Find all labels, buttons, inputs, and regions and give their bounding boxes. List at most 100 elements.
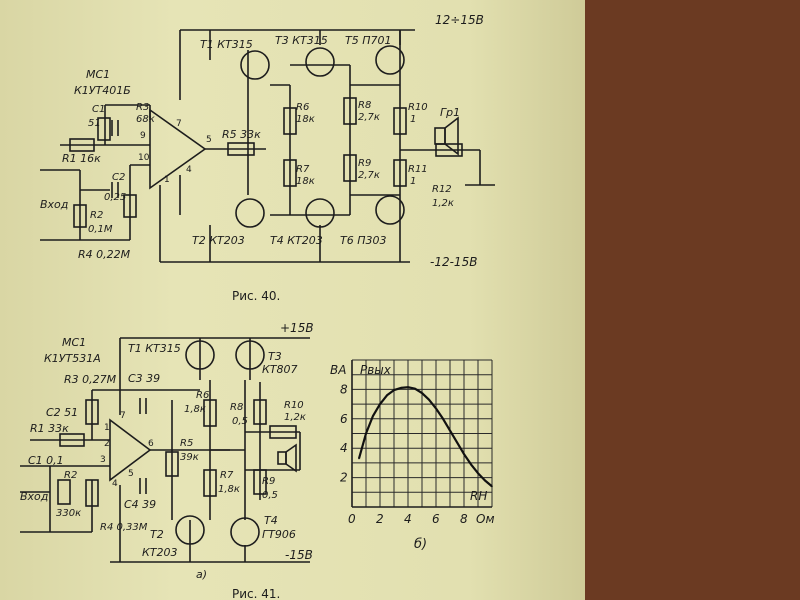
fig40-pin-1: 1 bbox=[164, 175, 170, 185]
fig40-r8-value: 2,7к bbox=[358, 112, 380, 123]
fig40-t2-label: Т2 КТ203 bbox=[192, 234, 245, 247]
chart-series bbox=[357, 386, 493, 488]
chart-grid bbox=[352, 359, 493, 507]
fig41-r5-name: R5 bbox=[180, 438, 193, 449]
fig41-r2-name: R2 bbox=[64, 470, 77, 481]
fig41-c3-label: С3 39 bbox=[128, 372, 160, 385]
fig41-input-label: Вход bbox=[20, 490, 48, 503]
power-curve-line bbox=[357, 386, 493, 488]
fig41-t1-label: Т1 КТ315 bbox=[128, 342, 181, 355]
fig41-caption: Рис. 41. bbox=[232, 587, 280, 600]
fig40-r1-label: R1 16к bbox=[62, 152, 101, 165]
chart-y-label: Pвых bbox=[360, 363, 392, 377]
fig40-r9-name: R9 bbox=[358, 158, 371, 169]
fig41-r8-value: 0,5 bbox=[232, 416, 248, 427]
fig41-pin-3: 3 bbox=[100, 455, 106, 465]
fig41-r4-label: R4 0,33М bbox=[100, 522, 148, 533]
power-curve-point bbox=[435, 407, 437, 410]
fig41-r8-name: R8 bbox=[230, 402, 243, 413]
fig40-pin-4: 4 bbox=[186, 165, 192, 175]
fig40-r12-name: R12 bbox=[432, 184, 452, 195]
fig40-caption: Рис. 40. bbox=[232, 289, 280, 303]
power-curve-point bbox=[393, 389, 395, 391]
y-tick-label: 8 bbox=[340, 382, 348, 396]
power-curve-point bbox=[428, 398, 430, 401]
fig41-r9-name: R9 bbox=[262, 476, 275, 487]
x-tick-label: 8 bbox=[460, 512, 468, 526]
power-curve-point bbox=[456, 441, 458, 444]
fig41-r3-label: R3 0,27М bbox=[64, 373, 117, 386]
power-curve-point bbox=[463, 453, 465, 455]
power-curve-point bbox=[477, 472, 479, 474]
power-curve-point bbox=[470, 463, 472, 466]
fig41-chip-type: К1УТ531А bbox=[44, 352, 101, 365]
fig40-pin-9: 9 bbox=[140, 131, 146, 141]
fig40-r3-name: R3 bbox=[136, 102, 149, 113]
power-curve-point bbox=[421, 392, 423, 394]
power-curve-point bbox=[386, 394, 388, 397]
x-tick-label: 2 bbox=[376, 512, 384, 526]
fig40-r7-name: R7 bbox=[296, 164, 310, 175]
fig41-t3-type: КТ807 bbox=[262, 363, 298, 376]
chart-x-label: RН bbox=[470, 489, 487, 503]
fig40-t4-label: Т4 КТ203 bbox=[270, 234, 323, 247]
fig40-r10-value: 1 bbox=[410, 114, 416, 125]
power-curve-point bbox=[365, 432, 367, 435]
power-curve-point bbox=[407, 386, 409, 388]
fig41-r7-value: 1,8к bbox=[218, 484, 240, 495]
fig40-r2-value: 0,1М bbox=[88, 224, 113, 235]
fig40-wires bbox=[40, 29, 495, 263]
fig41-r1-label: R1 33к bbox=[30, 422, 69, 435]
fig40-chip-name: МС1 bbox=[86, 68, 110, 81]
fig41-pin-1: 1 bbox=[104, 423, 110, 433]
power-curve-point bbox=[449, 429, 451, 432]
chart-y-unit: ВА bbox=[330, 363, 346, 377]
power-curve-point bbox=[379, 403, 381, 405]
fig40-t1-label: Т1 КТ315 bbox=[200, 38, 253, 51]
power-curve-point bbox=[400, 387, 402, 389]
fig40-pin-10: 10 bbox=[138, 153, 150, 163]
fig40-r8-name: R8 bbox=[358, 100, 371, 111]
y-tick-label: 4 bbox=[340, 441, 348, 455]
fig40-r9-value: 2,7к bbox=[358, 170, 380, 181]
fig41-c2-label: С2 51 bbox=[46, 406, 78, 419]
power-curve-point bbox=[491, 485, 493, 488]
fig41-c1-label: С1 0,1 bbox=[28, 454, 64, 467]
fig41-supply-neg: -15В bbox=[285, 548, 313, 562]
power-curve-point bbox=[484, 479, 486, 482]
power-curve-point bbox=[414, 387, 416, 390]
fig41-wires bbox=[20, 337, 310, 563]
fig40-r12-value: 1,2к bbox=[432, 198, 454, 209]
power-curve-point bbox=[358, 457, 360, 460]
power-curve-point bbox=[372, 415, 374, 417]
fig41-r2-value: 330к bbox=[56, 508, 81, 519]
fig41-r6-value: 1,8к bbox=[184, 404, 206, 415]
fig40-input-label: Вход bbox=[40, 198, 68, 211]
fig41-pin-4: 4 bbox=[112, 479, 118, 489]
fig41-supply-pos: +15В bbox=[280, 321, 314, 335]
fig40-r6-value: 18к bbox=[296, 114, 315, 125]
x-tick-label: 6 bbox=[432, 512, 440, 526]
chart-x-unit: Ом bbox=[476, 512, 495, 526]
fig41-t2-type: КТ203 bbox=[142, 546, 178, 559]
fig40-r10-name: R10 bbox=[408, 102, 428, 113]
fig41-pin-2: 2 bbox=[104, 439, 110, 449]
x-tick-label: 4 bbox=[404, 512, 412, 526]
fig40-t5-label: Т5 П701 bbox=[345, 34, 391, 47]
x-tick-label: 0 bbox=[348, 512, 356, 526]
fig40-chip-type: К1УТ401Б bbox=[74, 84, 131, 97]
fig41-t4-name: Т4 bbox=[264, 514, 278, 527]
fig41-r10-name: R10 bbox=[284, 400, 304, 411]
fig40-supply-pos: 12÷15В bbox=[435, 13, 484, 27]
chart-subfigure-label: б) bbox=[414, 537, 427, 552]
fig40-t6-label: Т6 П303 bbox=[340, 234, 386, 247]
fig40-c2-name: С2 bbox=[112, 172, 125, 183]
fig40-t3-label: Т3 КТ315 bbox=[275, 34, 328, 47]
power-curve-point bbox=[442, 418, 444, 420]
fig40-pin-5: 5 bbox=[206, 135, 212, 145]
y-tick-label: 2 bbox=[340, 471, 348, 485]
